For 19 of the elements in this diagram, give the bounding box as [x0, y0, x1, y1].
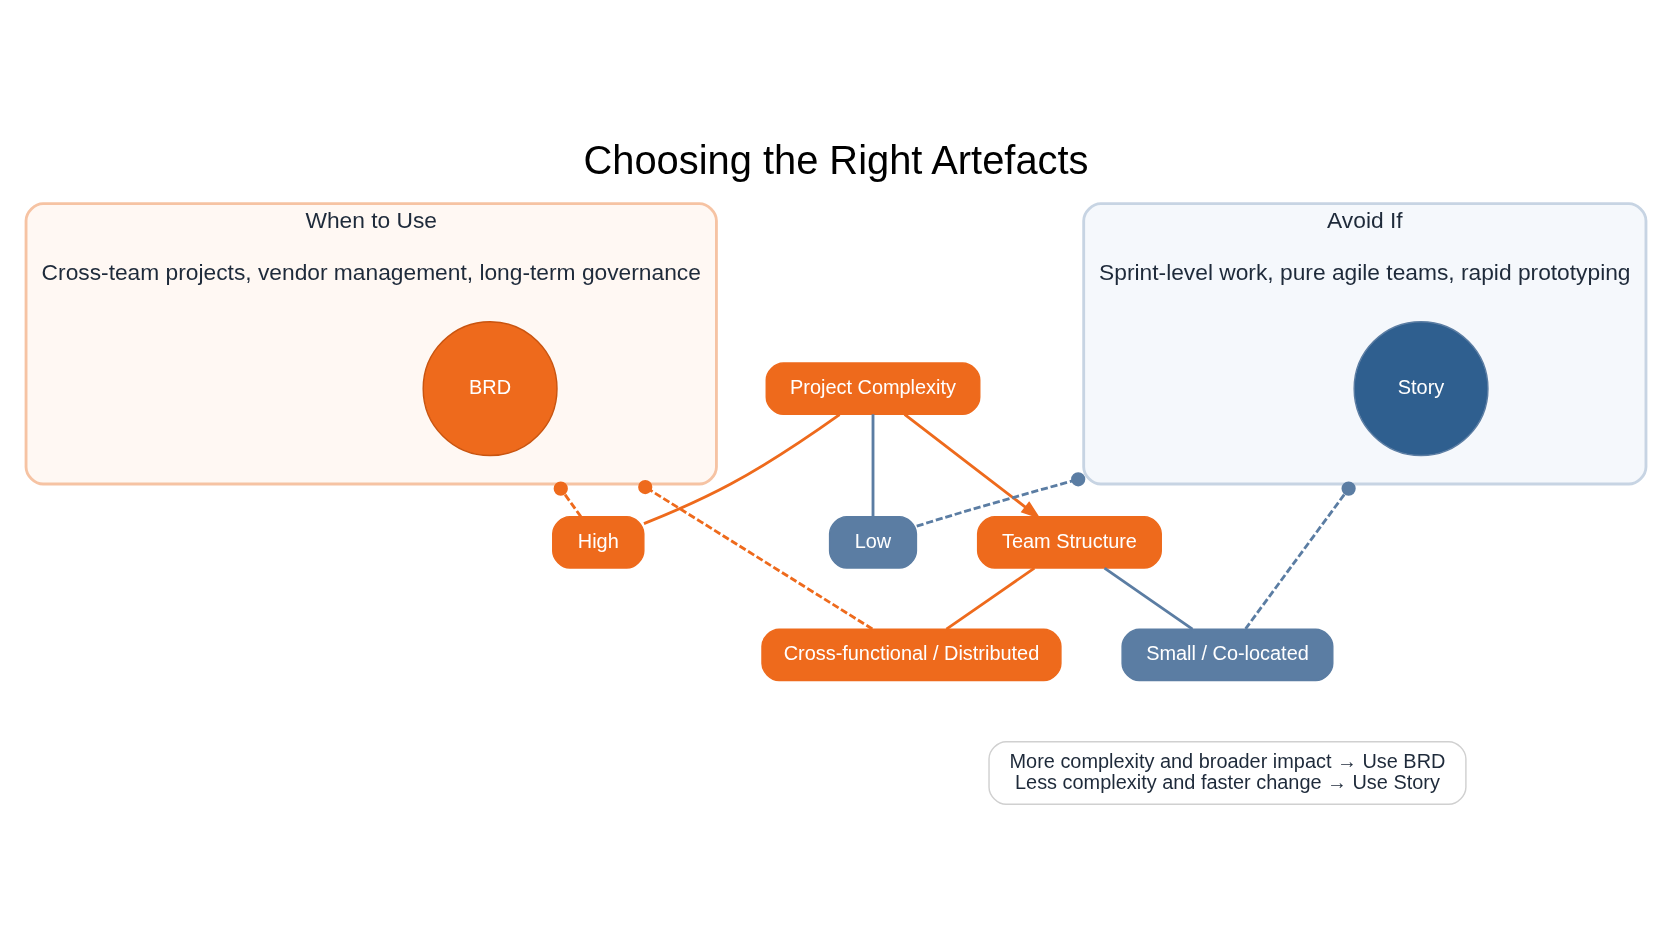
node-box: Team Structure: [976, 516, 1162, 569]
node-box: More complexity and broader impact → Use BRD Less complexity and faster change → Use Story: [988, 740, 1467, 805]
diagram-title: Choosing the Right Artefacts: [583, 138, 1089, 183]
node-box: Project Complexity: [765, 362, 981, 415]
connector: [643, 413, 841, 525]
connector: [871, 414, 875, 517]
node-box: Small / Co-located: [1121, 628, 1334, 682]
node-circle: BRD: [422, 321, 558, 457]
connector: [1244, 481, 1356, 630]
connector: [638, 479, 874, 631]
node-box: High: [552, 516, 645, 569]
node-box: Cross-functional / Distributed: [761, 628, 1062, 682]
node-circle: Story: [1353, 321, 1489, 457]
node-box: Low: [828, 516, 918, 569]
connector: [916, 472, 1086, 528]
connector: [945, 566, 1036, 631]
connector: [1103, 566, 1194, 631]
arrow: [903, 413, 1041, 519]
connector: [553, 481, 582, 518]
